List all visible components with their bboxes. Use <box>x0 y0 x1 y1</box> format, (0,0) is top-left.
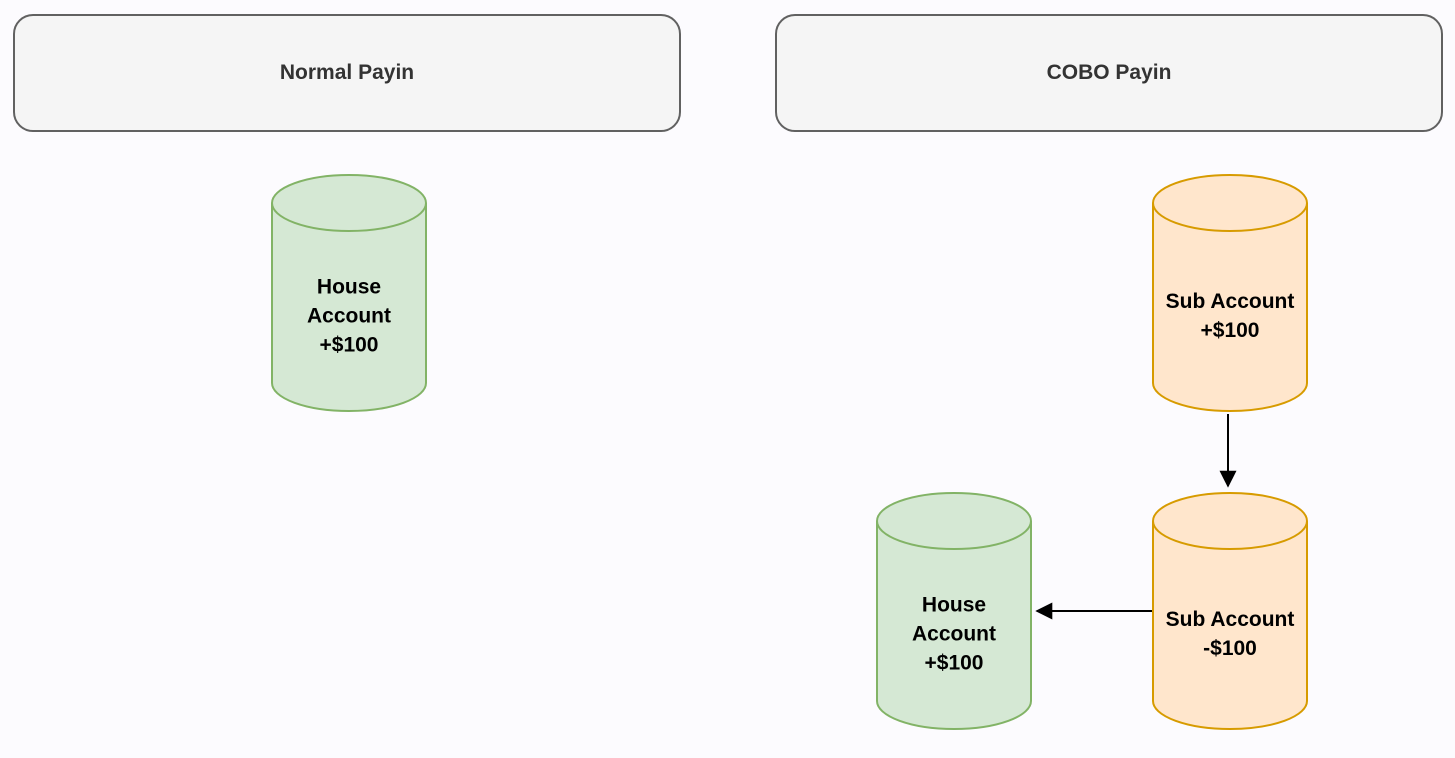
cylinder-icon <box>1152 174 1308 412</box>
normal-payin-title: Normal Payin <box>279 61 415 84</box>
node-label: House Account +$100 <box>307 275 391 357</box>
cobo-payin-header: COBO Payin <box>775 14 1443 132</box>
node-cobo-house-account: House Account +$100 <box>876 492 1032 730</box>
cylinder-icon <box>1152 492 1308 730</box>
node-cobo-sub-account-credit: Sub Account +$100 <box>1152 174 1308 412</box>
node-label: Sub Account -$100 <box>1165 608 1295 660</box>
cylinder-icon <box>271 174 427 412</box>
node-cobo-sub-account-debit: Sub Account -$100 <box>1152 492 1308 730</box>
cobo-payin-title: COBO Payin <box>1046 61 1172 84</box>
node-normal-house-account: House Account +$100 <box>271 174 427 412</box>
node-label: House Account +$100 <box>912 593 996 675</box>
node-label: Sub Account +$100 <box>1165 290 1295 342</box>
normal-payin-header: Normal Payin <box>13 14 681 132</box>
cylinder-icon <box>876 492 1032 730</box>
